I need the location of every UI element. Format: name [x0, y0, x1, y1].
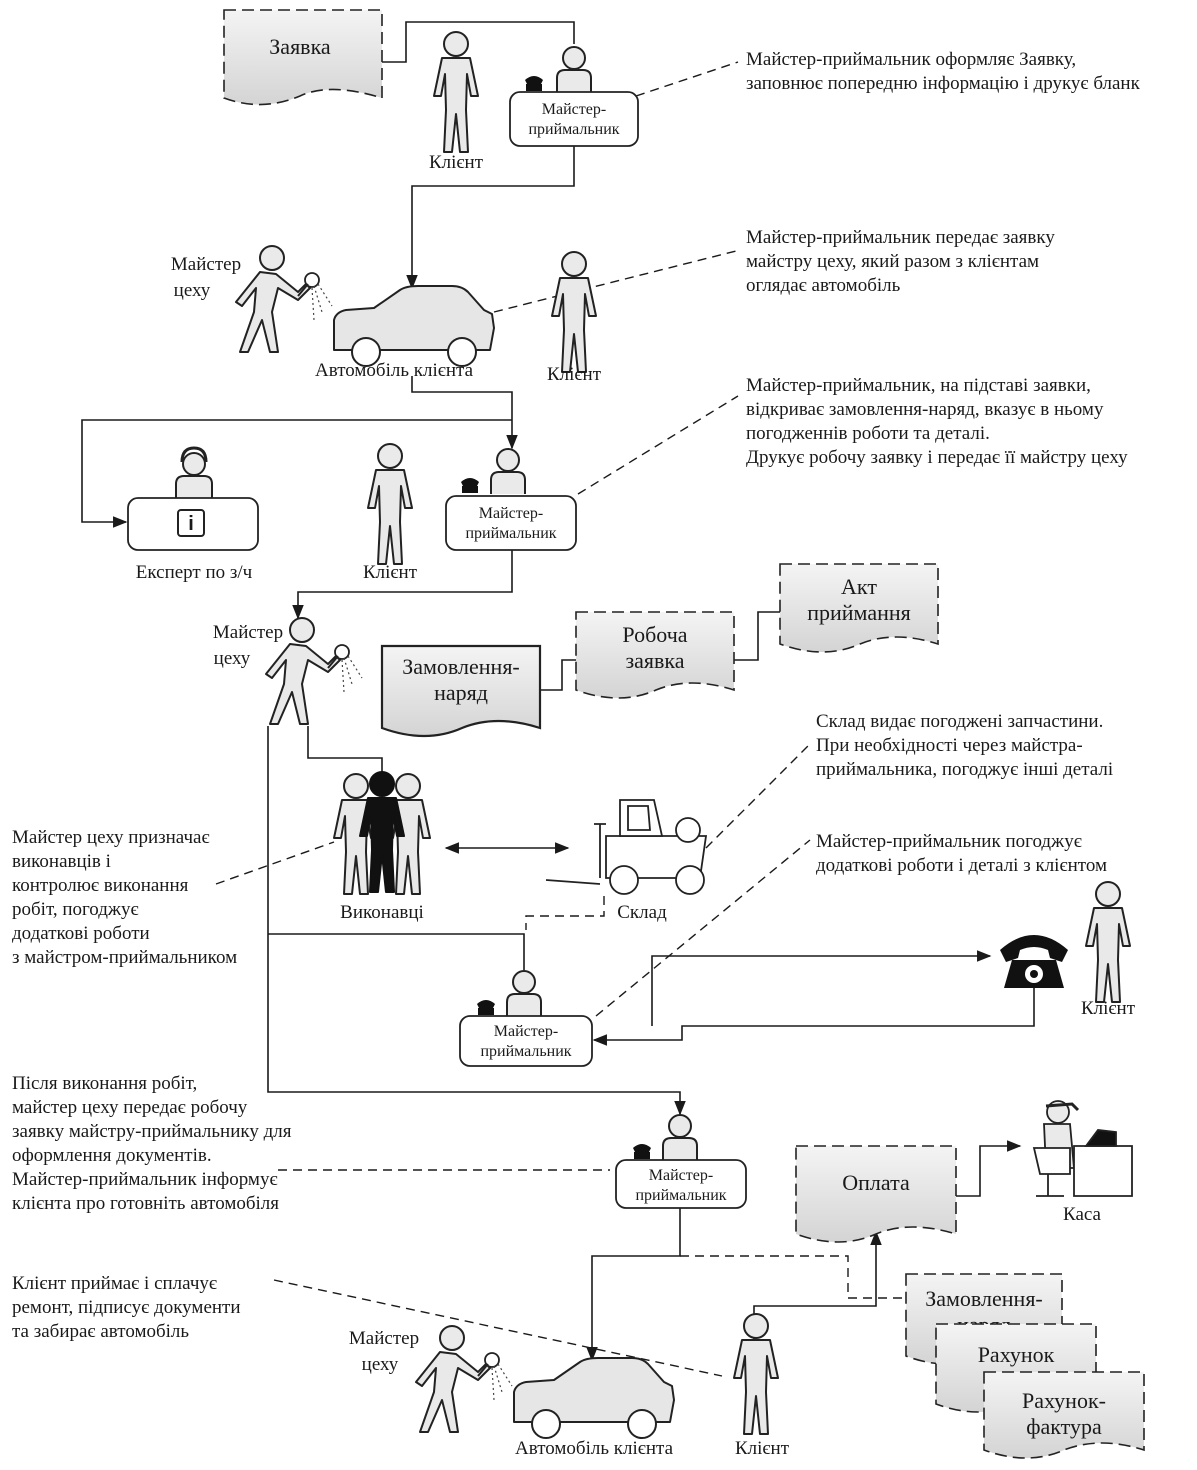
svg-text:приймальник: приймальник: [480, 1043, 571, 1060]
warehouse-forklift: [545, 799, 708, 895]
svg-text:Оплата: Оплата: [842, 1170, 910, 1195]
executors: Виконавці: [333, 771, 431, 923]
connectors: [81, 21, 1035, 1388]
svg-text:Акт: Акт: [841, 574, 877, 599]
foreman-2: Майстер цеху: [213, 617, 363, 725]
svg-text:Автомобіль клієнта: Автомобіль клієнта: [315, 360, 474, 381]
client-5: Клієнт: [733, 1313, 790, 1459]
svg-text:наряд: наряд: [434, 680, 488, 705]
foreman-3: Майстер цеху: [349, 1325, 513, 1433]
svg-text:Замовлення-: Замовлення-: [402, 654, 520, 679]
car-1: Автомобіль клієнта: [315, 285, 495, 381]
svg-text:Майстер-: Майстер-: [494, 1023, 558, 1040]
svg-text:Виконавці: Виконавці: [340, 902, 424, 923]
svg-text:приймальник: приймальник: [465, 525, 556, 542]
client-3: Клієнт: [363, 443, 418, 583]
svg-text:Майстер-: Майстер-: [479, 505, 543, 522]
svg-text:Заявка: Заявка: [269, 34, 331, 59]
svg-text:цеху: цеху: [174, 280, 211, 301]
svg-text:Експерт по з/ч: Експерт по з/ч: [136, 562, 253, 583]
note-4: Склад видає погоджені запчастини. При не…: [816, 711, 1114, 780]
receptionist-4: Майстер- приймальник: [615, 1114, 747, 1209]
note-3: Майстер-приймальник, на підставі заявки,…: [746, 375, 1128, 468]
client-4: Клієнт: [1081, 881, 1136, 1019]
svg-text:Майстер: Майстер: [213, 622, 283, 643]
svg-text:Автомобіль клієнта: Автомобіль клієнта: [515, 1438, 674, 1459]
doc-robocha-zayavka: Робоча заявка: [575, 611, 735, 699]
svg-text:цеху: цеху: [362, 1354, 399, 1375]
svg-text:Клієнт: Клієнт: [547, 364, 602, 385]
svg-text:Майстер-: Майстер-: [542, 101, 606, 118]
svg-text:Робоча: Робоча: [622, 622, 687, 647]
doc-zayavka: Заявка: [223, 9, 383, 106]
svg-text:Рахунок: Рахунок: [978, 1342, 1055, 1367]
kasa-label: Каса: [1063, 1204, 1102, 1225]
svg-text:цеху: цеху: [214, 648, 251, 669]
receptionist-2: Майстер- приймальник: [445, 448, 577, 551]
note-5: Майстер-приймальник погоджує додаткові р…: [816, 831, 1107, 876]
client-2: Клієнт: [547, 251, 602, 385]
doc-akt-pryimannia: Акт приймання: [779, 563, 939, 653]
note-6: Майстер цеху призначає виконавців і конт…: [12, 827, 238, 968]
doc-zamovlennia-naryad: Замовлення- наряд: [380, 644, 542, 738]
svg-text:Майстер: Майстер: [171, 254, 241, 275]
svg-text:Рахунок-: Рахунок-: [1022, 1388, 1106, 1413]
doc-oplata: Оплата: [795, 1145, 957, 1243]
expert-desk: i Експерт по з/ч: [127, 446, 259, 583]
receptionist-3: Майстер- приймальник: [459, 970, 593, 1067]
note-8: Клієнт приймає і сплачує ремонт, підпису…: [12, 1273, 241, 1342]
receptionist-1: Майстер- приймальник: [509, 46, 639, 147]
svg-text:приймальник: приймальник: [635, 1187, 726, 1204]
telephone-icon: [1000, 935, 1068, 988]
dashed-connectors: [215, 61, 910, 1377]
svg-text:заявка: заявка: [625, 648, 684, 673]
foreman-1: Майстер цеху: [171, 245, 333, 353]
svg-text:Клієнт: Клієнт: [429, 152, 484, 173]
svg-text:Клієнт: Клієнт: [363, 562, 418, 583]
svg-text:Замовлення-: Замовлення-: [925, 1286, 1043, 1311]
note-1: Майстер-приймальник оформляє Заявку, зап…: [746, 49, 1140, 94]
svg-text:фактура: фактура: [1026, 1414, 1102, 1439]
client-1: Клієнт: [429, 31, 484, 173]
note-7: Після виконання робіт, майстер цеху пере…: [12, 1073, 292, 1214]
svg-text:i: i: [188, 513, 194, 535]
cashier: [1032, 1100, 1133, 1197]
svg-text:приймання: приймання: [807, 600, 911, 625]
sklad-label: Склад: [617, 902, 667, 923]
car-2: Автомобіль клієнта: [513, 1357, 675, 1459]
svg-text:Майстер-: Майстер-: [649, 1167, 713, 1184]
svg-text:Майстер: Майстер: [349, 1328, 419, 1349]
svg-text:Клієнт: Клієнт: [1081, 998, 1136, 1019]
doc-stack: Замовлення- наряд Рахунок на Рахунок- фа…: [905, 1273, 1145, 1459]
note-2: Майстер-приймальник передає заявку майст…: [746, 227, 1055, 296]
svg-text:Клієнт: Клієнт: [735, 1438, 790, 1459]
svg-text:приймальник: приймальник: [528, 121, 619, 138]
